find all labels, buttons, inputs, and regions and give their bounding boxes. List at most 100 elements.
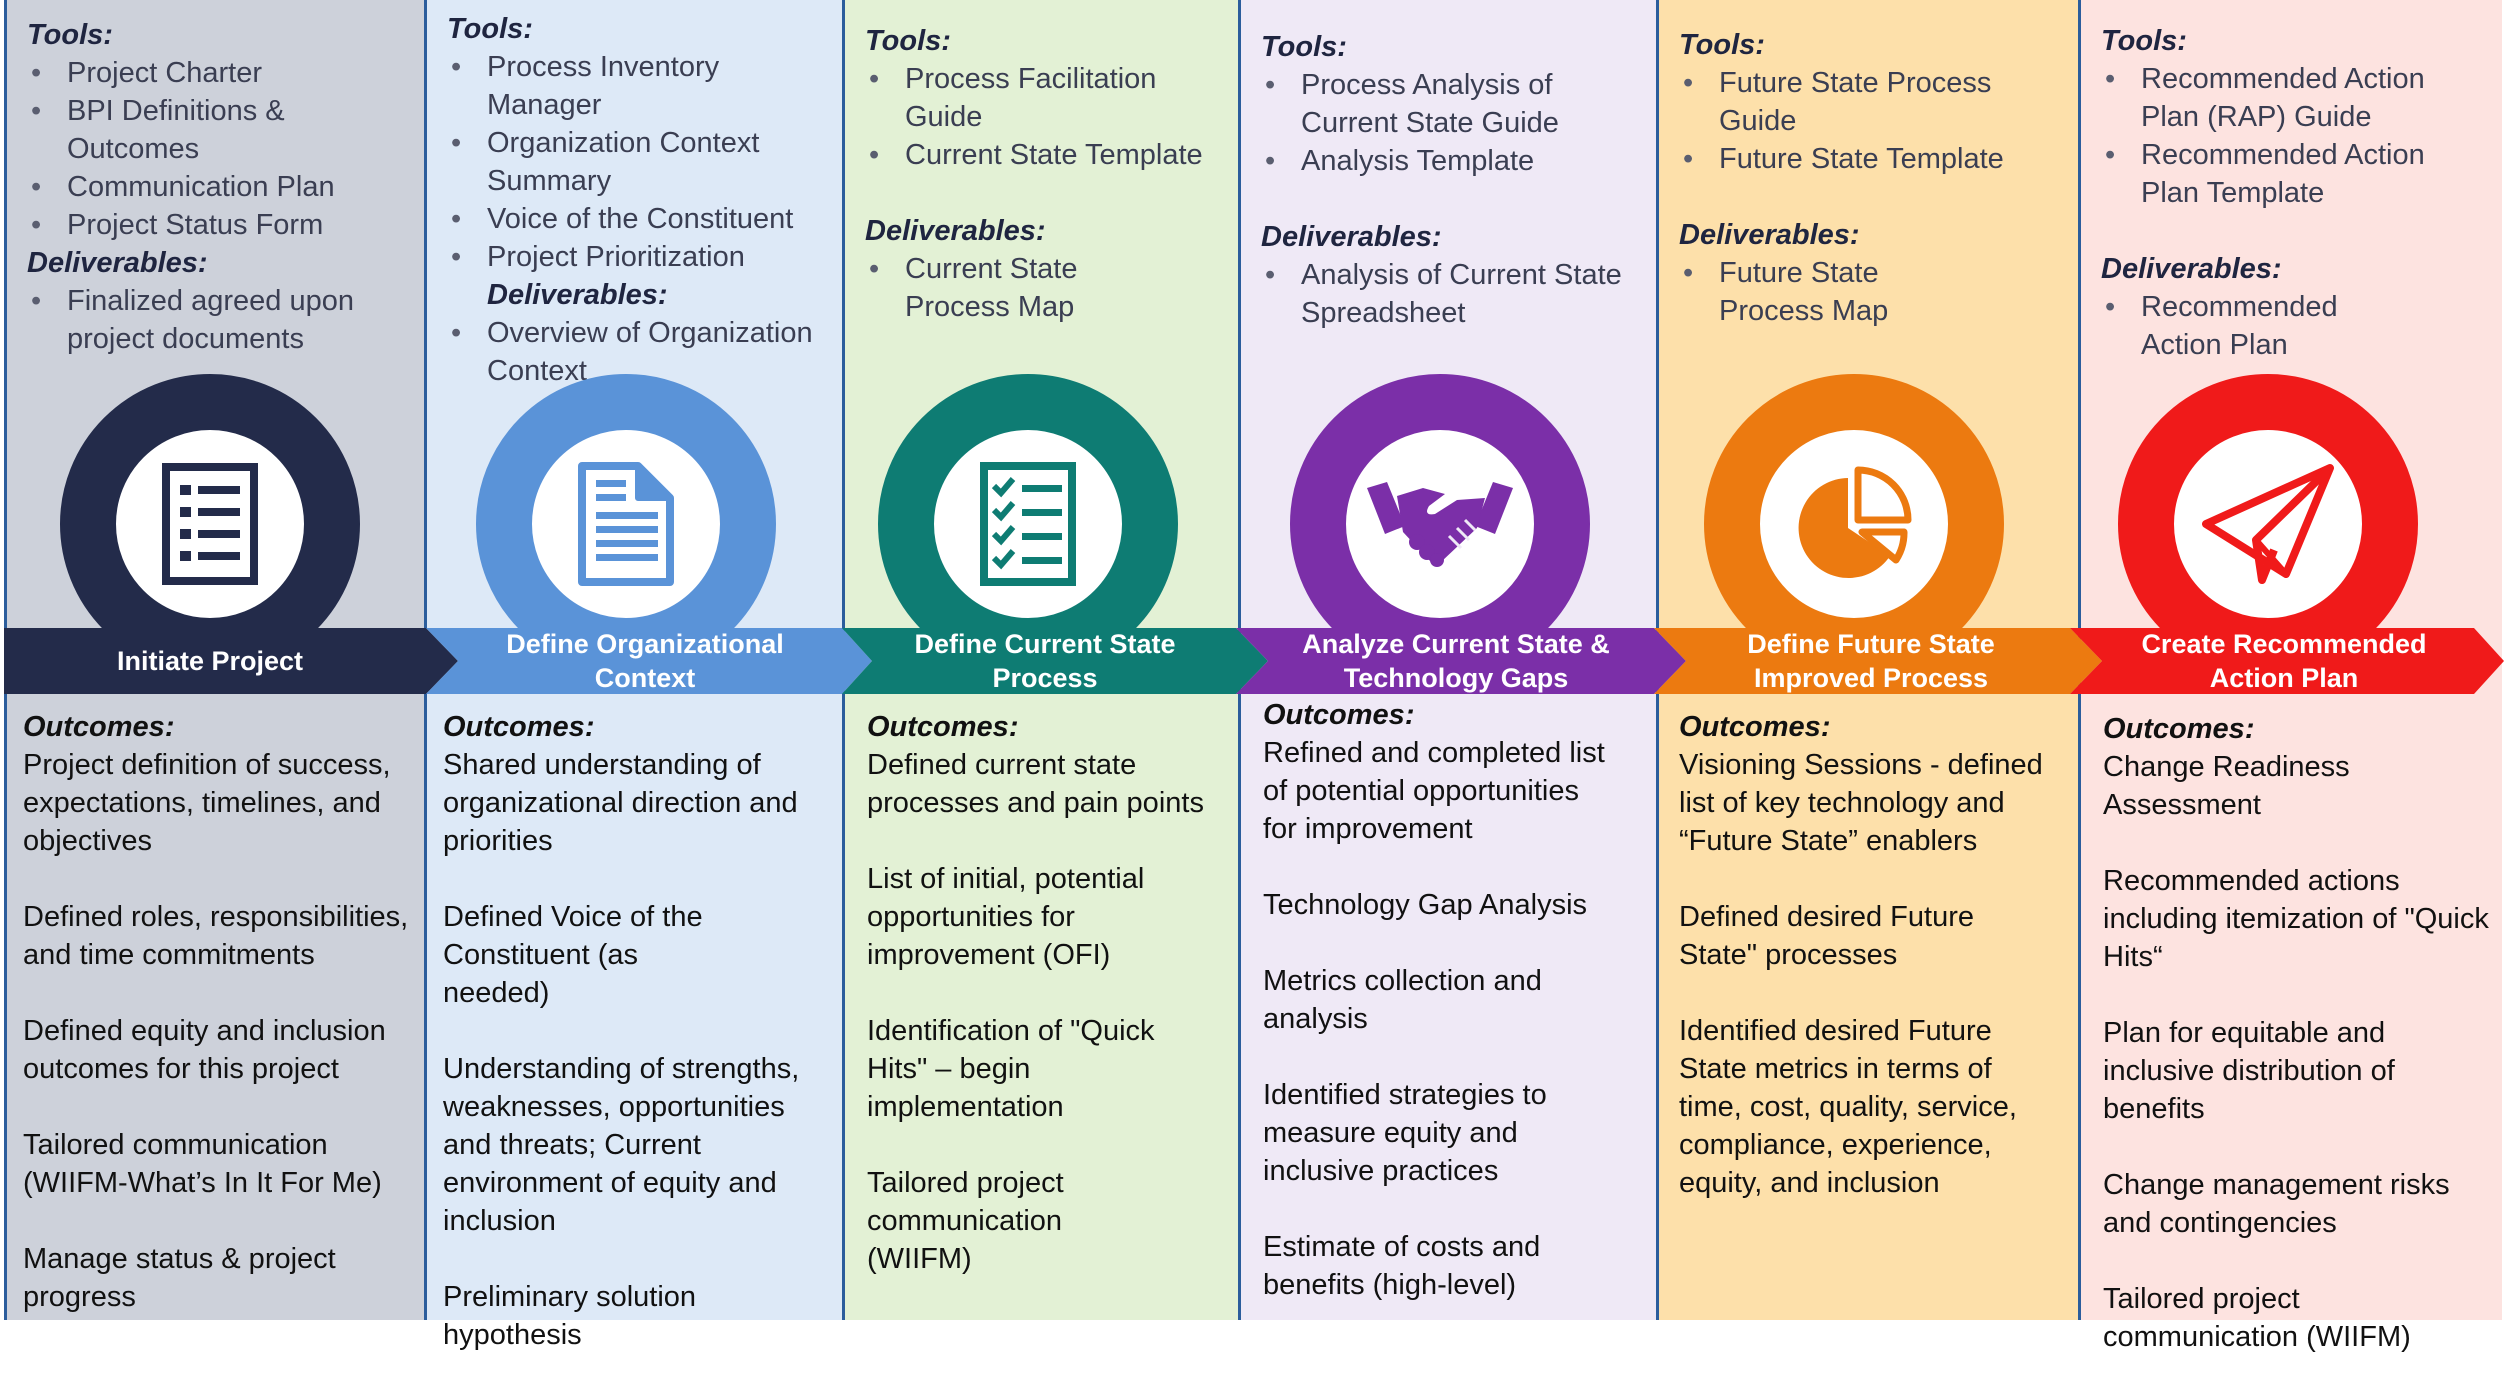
outcome-item: List of initial, potential opportunities… — [867, 863, 1145, 971]
tools-section: Tools: Process Inventory Manager Organiz… — [427, 0, 842, 390]
deliverable-item: Overview of Organization Context — [447, 314, 828, 390]
tools-list: Future State Process Guide Future State … — [1679, 64, 2064, 178]
phase-title: Initiate Project — [116, 646, 304, 676]
outcome-item: Refined and completed list of potential … — [1263, 737, 1605, 845]
outcome-item: Visioning Sessions - defined list of key… — [1679, 749, 2043, 857]
phase-ring-5 — [1704, 374, 2004, 674]
tool-item: BPI Definitions & Outcomes — [27, 92, 410, 168]
outcome-item: Metrics collection and analysis — [1263, 965, 1542, 1035]
phase-title: Create Recommended Action Plan — [2141, 629, 2427, 693]
tool-item: Future State Process Guide — [1679, 64, 2064, 140]
document-icon — [578, 462, 674, 586]
deliverables-list: Finalized agreed upon project documents — [27, 282, 410, 358]
outcomes-section: Outcomes: Refined and completed list of … — [1241, 696, 1656, 1342]
tool-item: Communication Plan — [27, 168, 410, 206]
tools-section: Tools: Process Analysis of Current State… — [1241, 0, 1656, 332]
outcome-item: Understanding of strengths, weaknesses, … — [443, 1053, 800, 1237]
tools-section: Tools: Recommended Action Plan (RAP) Gui… — [2081, 0, 2502, 364]
tool-item: Project Charter — [27, 54, 410, 92]
outcomes-header: Outcomes: — [1263, 699, 1415, 731]
tool-item: Project Status Form — [27, 206, 410, 244]
chevron-3 — [842, 628, 1268, 694]
chevron-6 — [2070, 628, 2504, 694]
deliverables-list: Recommended Action Plan — [2101, 288, 2488, 364]
tools-section: Tools: Project Charter BPI Definitions &… — [7, 0, 424, 358]
outcome-item: Manage status & project progress — [23, 1243, 336, 1313]
outcome-item: Defined roles, responsibilities, and tim… — [23, 901, 409, 971]
phase-title: Define Current State Process — [914, 629, 1176, 693]
outcome-item: Change management risks and contingencie… — [2103, 1169, 2450, 1239]
tools-header: Tools: — [1679, 29, 1765, 61]
pie-chart-icon — [1798, 466, 1912, 578]
outcomes-section: Outcomes: Change Readiness Assessment Re… — [2081, 710, 2502, 1394]
outcome-item: Recommended actions including itemizatio… — [2103, 865, 2489, 973]
outcomes-section: Outcomes: Shared understanding of organi… — [427, 708, 842, 1392]
chevron-5 — [1654, 628, 2102, 694]
deliverables-header: Deliverables: — [2101, 253, 2282, 285]
deliverable-item: Recommended Action Plan — [2101, 288, 2488, 364]
paper-plane-icon — [2202, 464, 2334, 584]
deliverable-item: Future State Process Map — [1679, 254, 2064, 330]
deliverables-header: Deliverables: — [27, 247, 208, 279]
outcome-item: Tailored project communication (WIIFM) — [867, 1167, 1064, 1275]
outcome-item: Tailored project communication (WIIFM) — [2103, 1283, 2411, 1353]
outcome-item: Defined current state processes and pain… — [867, 749, 1204, 819]
handshake-icon — [1367, 482, 1513, 567]
phase-column-define-current-state-process: Tools: Process Facilitation Guide Curren… — [842, 0, 1238, 1320]
tool-item: Organization Context Summary — [447, 124, 828, 200]
tool-item: Process Analysis of Current State Guide — [1261, 66, 1642, 142]
tools-section: Tools: Process Facilitation Guide Curren… — [845, 0, 1238, 326]
tools-list: Process Inventory Manager Organization C… — [447, 48, 828, 276]
outcomes-header: Outcomes: — [23, 711, 175, 743]
tool-item: Future State Template — [1679, 140, 2064, 178]
outcome-item: Technology Gap Analysis — [1263, 889, 1588, 921]
phase-title: Define Future State Improved Process — [1747, 629, 1995, 693]
outcome-item: Identified desired Future State metrics … — [1679, 1015, 2017, 1199]
tool-item: Recommended Action Plan (RAP) Guide — [2101, 60, 2488, 136]
outcome-item: Preliminary solution hypothesis — [443, 1281, 697, 1351]
deliverables-list: Current State Process Map — [865, 250, 1224, 326]
tools-header: Tools: — [447, 13, 533, 45]
deliverable-item: Analysis of Current State Spreadsheet — [1261, 256, 1642, 332]
tool-item: Analysis Template — [1261, 142, 1642, 180]
outcomes-header: Outcomes: — [867, 711, 1019, 743]
outcome-item: Shared understanding of organizational d… — [443, 749, 798, 857]
tool-item: Process Facilitation Guide — [865, 60, 1224, 136]
checklist-document-icon — [162, 463, 258, 585]
deliverables-list: Future State Process Map — [1679, 254, 2064, 330]
tools-header: Tools: — [1261, 31, 1347, 63]
phase-column-define-organizational-context: Tools: Process Inventory Manager Organiz… — [424, 0, 842, 1351]
tools-section: Tools: Future State Process Guide Future… — [1659, 0, 2078, 330]
deliverables-header: Deliverables: — [1679, 219, 1860, 251]
tool-item: Recommended Action Plan Template — [2101, 136, 2488, 212]
outcomes-header: Outcomes: — [1679, 711, 1831, 743]
outcomes-section: Outcomes: Visioning Sessions - defined l… — [1659, 708, 2078, 1240]
outcomes-header: Outcomes: — [443, 711, 595, 743]
tools-list: Project Charter BPI Definitions & Outcom… — [27, 54, 410, 244]
outcomes-section: Outcomes: Defined current state processe… — [845, 708, 1238, 1316]
outcome-item: Estimate of costs and benefits (high-lev… — [1263, 1231, 1541, 1301]
outcome-item: Tailored communication (WIIFM-What’s In … — [23, 1129, 382, 1199]
tool-item: Project Prioritization — [447, 238, 828, 276]
tools-header: Tools: — [865, 25, 951, 57]
phase-title: Define Organizational Context — [506, 629, 784, 693]
deliverables-header: Deliverables: — [487, 279, 668, 311]
tools-list: Process Facilitation Guide Current State… — [865, 60, 1224, 174]
deliverable-item: Finalized agreed upon project documents — [27, 282, 410, 358]
tools-header: Tools: — [27, 19, 113, 51]
chevron-2 — [426, 628, 872, 694]
tools-header: Tools: — [2101, 25, 2187, 57]
chevron-1 — [4, 628, 458, 694]
phase-banner — [4, 628, 2504, 694]
tools-list: Process Analysis of Current State Guide … — [1261, 66, 1642, 180]
deliverables-list: Analysis of Current State Spreadsheet — [1261, 256, 1642, 332]
tools-list: Recommended Action Plan (RAP) Guide Reco… — [2101, 60, 2488, 212]
outcome-item: Project definition of success, expectati… — [23, 749, 391, 857]
deliverables-list: Overview of Organization Context — [447, 314, 828, 390]
deliverables-header: Deliverables: — [865, 215, 1046, 247]
outcomes-header: Outcomes: — [2103, 713, 2255, 745]
outcome-item: Defined Voice of the Constituent (as nee… — [443, 901, 703, 1009]
outcome-item: Identification of "Quick Hits" – begin i… — [867, 1015, 1155, 1123]
outcome-item: Plan for equitable and inclusive distrib… — [2103, 1017, 2395, 1125]
deliverable-item: Current State Process Map — [865, 250, 1224, 326]
